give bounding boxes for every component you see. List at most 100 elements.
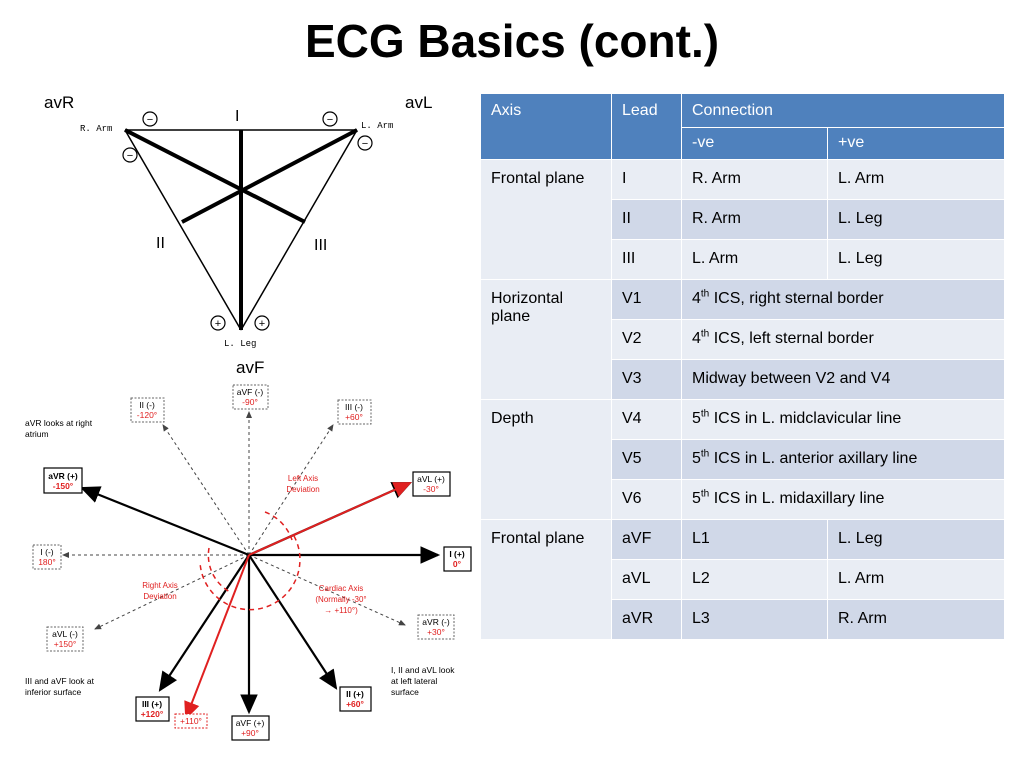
minus-circle-4: − (357, 135, 373, 151)
cell-pos: R. Arm (827, 599, 1005, 640)
svg-text:I (+): I (+) (449, 549, 465, 559)
label-l-arm: L. Arm (361, 121, 393, 131)
svg-text:-150°: -150° (53, 481, 74, 491)
cell-neg: L2 (681, 559, 828, 600)
label-r-arm: R. Arm (80, 124, 112, 134)
table-row: Frontal plane aVF L1 L. Leg (480, 519, 1005, 640)
cell-lead: aVF (611, 519, 682, 560)
label-lead-iii: III (314, 237, 327, 254)
svg-text:I (-): I (-) (40, 547, 53, 557)
svg-text:III and aVF look at: III and aVF look at (25, 676, 95, 686)
svg-text:inferior surface: inferior surface (25, 687, 81, 697)
table-row: V3 Midway between V2 and V4 (481, 359, 1005, 400)
label-avf: avF (236, 358, 264, 377)
cell-connection: Midway between V2 and V4 (681, 359, 1005, 400)
svg-text:−: − (327, 114, 333, 126)
cell-pos: L. Leg (827, 519, 1005, 560)
box-iii-pos: III (+) +120° (135, 696, 170, 722)
svg-text:−: − (147, 114, 153, 126)
cell-axis: Frontal plane (480, 159, 612, 280)
cell-axis: Depth (480, 399, 612, 520)
svg-text:aVR (-): aVR (-) (422, 617, 450, 627)
box-avl-neg: aVL (-) +150° (46, 626, 84, 652)
box-avl-pos: aVL (+) -30° (412, 471, 451, 497)
left-axis-arc (264, 511, 293, 541)
svg-text:aVF (-): aVF (-) (237, 387, 264, 397)
axis-avl-neg (94, 554, 250, 630)
axis-ii-pos (248, 554, 338, 690)
cell-neg: L3 (681, 599, 828, 640)
svg-text:0°: 0° (453, 559, 462, 569)
cell-lead: V6 (611, 479, 682, 520)
svg-text:surface: surface (391, 687, 419, 697)
svg-text:aVL (-): aVL (-) (52, 629, 78, 639)
cell-axis: Horizontal plane (480, 279, 612, 400)
svg-text:(Normally -30°: (Normally -30° (315, 595, 366, 604)
svg-text:+30°: +30° (427, 627, 445, 637)
cell-connection: 5th ICS in L. midaxillary line (681, 479, 1005, 520)
svg-text:I, II and aVL look: I, II and aVL look (391, 665, 455, 675)
svg-text:180°: 180° (38, 557, 56, 567)
cell-lead: V2 (611, 319, 682, 360)
minus-circle-3: − (322, 111, 338, 127)
svg-text:aVF (+): aVF (+) (236, 718, 265, 728)
box-iii-neg: III (-) +60° (337, 399, 372, 425)
svg-text:+: + (215, 318, 221, 330)
table-row: II R. Arm L. Leg (481, 199, 1005, 240)
cell-pos: L. Leg (827, 239, 1005, 280)
box-avr-pos: aVR (+) -150° (43, 467, 83, 494)
note-inferior: III and aVF look at inferior surface (25, 676, 95, 697)
lead-line-ravl (124, 128, 306, 224)
svg-text:-90°: -90° (242, 397, 258, 407)
triangle-right-edge (240, 129, 358, 331)
svg-text:+120°: +120° (141, 709, 164, 719)
box-avf-neg: aVF (-) -90° (232, 384, 269, 410)
svg-text:−: − (127, 150, 133, 162)
label-avl: avL (405, 93, 432, 112)
slide-title: ECG Basics (cont.) (304, 15, 720, 67)
svg-text:+: + (259, 318, 265, 330)
note-avr-atrium: aVR looks at right atrium (25, 418, 93, 439)
svg-text:+110°: +110° (180, 716, 202, 726)
label-lead-i: I (235, 108, 239, 125)
svg-text:-120°: -120° (137, 410, 157, 420)
axis-iii-pos (158, 554, 250, 692)
svg-text:at left lateral: at left lateral (391, 676, 437, 686)
right-axis-arc (207, 547, 231, 593)
svg-text:Deviation: Deviation (286, 485, 319, 494)
header-pos: +ve (827, 127, 1005, 160)
cell-connection: 5th ICS in L. midclavicular line (681, 399, 1005, 440)
svg-text:aVR (+): aVR (+) (48, 471, 78, 481)
svg-text:-30°: -30° (423, 484, 439, 494)
plus-circle-2: + (254, 315, 270, 331)
cell-lead: aVR (611, 599, 682, 640)
minus-circle-1: − (142, 111, 158, 127)
cell-pos: L. Arm (827, 159, 1005, 200)
label-avr: avR (44, 93, 74, 112)
axis-red-plus110 (184, 554, 250, 720)
axis-avr-pos (79, 486, 250, 557)
box-avr-neg: aVR (-) +30° (417, 614, 455, 640)
table-row: aVR L3 R. Arm (481, 599, 1005, 640)
svg-text:+60°: +60° (345, 412, 363, 422)
label-l-leg: L. Leg (224, 339, 256, 349)
cell-lead: V1 (611, 279, 682, 320)
cell-lead: aVL (611, 559, 682, 600)
svg-text:+90°: +90° (241, 728, 259, 738)
header-axis: Axis (480, 93, 612, 160)
cell-axis: Frontal plane (480, 519, 612, 640)
box-avf-pos: aVF (+) +90° (231, 715, 270, 741)
axis-avr-neg (248, 554, 406, 626)
table-row: aVL L2 L. Arm (481, 559, 1005, 600)
table-row: Frontal plane I R. Arm L. Arm (480, 159, 1005, 280)
label-lead-ii: II (156, 235, 165, 252)
cell-lead: I (611, 159, 682, 200)
cell-lead: III (611, 239, 682, 280)
lead-line-lavr (181, 128, 358, 224)
annotation-left-axis: Left Axis Deviation (286, 474, 319, 494)
cell-neg: R. Arm (681, 199, 828, 240)
plus-circle-1: + (210, 315, 226, 331)
einthoven-triangle-diagram: avR avL avF I II III R. Arm L. Arm L. Le… (44, 93, 432, 377)
svg-text:aVR looks at right: aVR looks at right (25, 418, 93, 428)
svg-text:III (-): III (-) (345, 402, 363, 412)
